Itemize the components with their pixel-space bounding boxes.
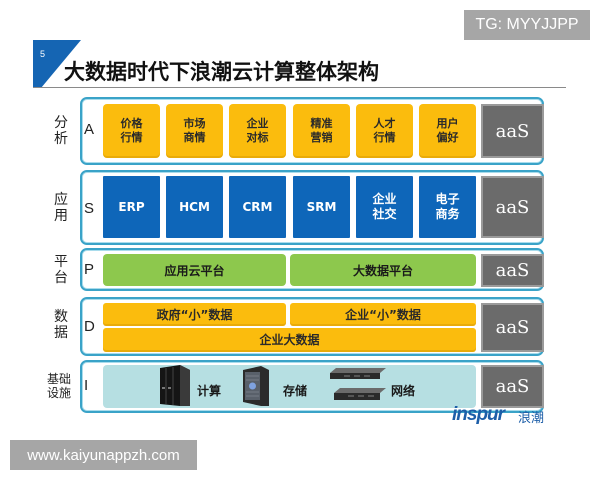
page-title: 大数据时代下浪潮云计算整体架构 [64, 60, 379, 84]
cell-crm[interactable]: CRM [229, 176, 286, 238]
watermark-top: TG: MYYJJPP [464, 10, 590, 40]
layer-i-letter: I [84, 377, 89, 394]
cell-line: 社交 [372, 207, 397, 221]
layer-d-letter: D [84, 318, 95, 335]
cell-enterprise-social[interactable]: 企业社交 [356, 176, 413, 238]
cell-erp[interactable]: ERP [103, 176, 160, 238]
side-char: 分 [54, 115, 68, 131]
side-char: 据 [54, 325, 68, 341]
cell-line: 人才 [373, 117, 396, 130]
cell-line: 对标 [246, 131, 269, 144]
cell-talent-market[interactable]: 人才行情 [356, 104, 413, 158]
side-char: 设施 [46, 386, 71, 400]
aas-badge-platform[interactable]: aaS [481, 254, 544, 287]
cell-line: SRM [306, 199, 337, 214]
cell-line: 市场 [183, 117, 206, 130]
cell-app-cloud-platform[interactable]: 应用云平台 [103, 254, 286, 286]
cell-srm[interactable]: SRM [293, 176, 350, 238]
side-char: 析 [54, 131, 68, 147]
slide-corner-decoration [33, 40, 81, 88]
watermark-bottom: www.kaiyunappzh.com [10, 440, 197, 470]
title-divider [33, 87, 566, 88]
cell-line: 商情 [183, 131, 206, 144]
layer-p-letter: P [84, 261, 95, 278]
layer-i-side-label: 基础 设施 [43, 372, 75, 400]
layer-s-side-label: 应 用 [50, 192, 72, 224]
compute-label: 计算 [197, 384, 222, 398]
side-char: 平 [54, 254, 68, 270]
cell-enterprise-big-data[interactable]: 企业大数据 [103, 328, 476, 352]
aas-badge-data[interactable]: aaS [481, 303, 544, 352]
cell-line: 商务 [435, 207, 460, 221]
storage-array-icon [243, 366, 269, 406]
cell-line: 行情 [373, 131, 396, 144]
cell-line: ERP [118, 199, 145, 214]
cell-line: 偏好 [436, 131, 459, 144]
side-char: 应 [54, 192, 68, 208]
inspur-logo-cn: 浪潮 [518, 411, 545, 426]
slide-number: 5 [40, 49, 46, 59]
storage-label: 存储 [283, 384, 308, 398]
layer-a-letter: A [84, 121, 95, 138]
aas-badge-analysis[interactable]: aaS [481, 104, 544, 158]
cell-government-small-data[interactable]: 政府“小”数据 [103, 303, 286, 326]
cell-line: 营销 [310, 131, 333, 144]
layer-s-letter: S [84, 200, 95, 217]
side-char: 基础 [46, 372, 71, 386]
layer-p-side-label: 平 台 [50, 254, 72, 286]
cell-market-info[interactable]: 市场商情 [166, 104, 223, 158]
cell-precision-marketing[interactable]: 精准营销 [293, 104, 350, 158]
network-switch-icon [330, 367, 386, 405]
cell-enterprise-benchmark[interactable]: 企业对标 [229, 104, 286, 158]
cell-line: 精准 [310, 117, 333, 130]
cell-line: 电子 [435, 192, 460, 206]
cell-price-market[interactable]: 价格行情 [103, 104, 160, 158]
cell-user-preference[interactable]: 用户偏好 [419, 104, 476, 158]
layer-d-side-label: 数 据 [50, 309, 72, 341]
aas-badge-infrastructure[interactable]: aaS [481, 365, 544, 408]
cell-line: CRM [242, 199, 273, 214]
inspur-logo: inspur [452, 404, 505, 425]
layer-a-side-label: 分 析 [50, 115, 72, 147]
server-rack-icon [160, 365, 190, 406]
cell-line: 行情 [120, 131, 143, 144]
cell-line: 用户 [436, 117, 459, 130]
cell-line: 企业 [372, 192, 397, 206]
side-char: 台 [54, 270, 68, 286]
cell-line: HCM [179, 199, 210, 214]
side-char: 数 [54, 309, 68, 325]
cell-hcm[interactable]: HCM [166, 176, 223, 238]
side-char: 用 [54, 208, 68, 224]
cell-line: 企业 [246, 117, 269, 130]
cell-line: 价格 [120, 117, 143, 130]
cell-big-data-platform[interactable]: 大数据平台 [290, 254, 476, 286]
cell-ecommerce[interactable]: 电子商务 [419, 176, 476, 238]
aas-badge-application[interactable]: aaS [481, 176, 544, 238]
network-label: 网络 [391, 384, 416, 398]
cell-enterprise-small-data[interactable]: 企业“小”数据 [290, 303, 476, 326]
